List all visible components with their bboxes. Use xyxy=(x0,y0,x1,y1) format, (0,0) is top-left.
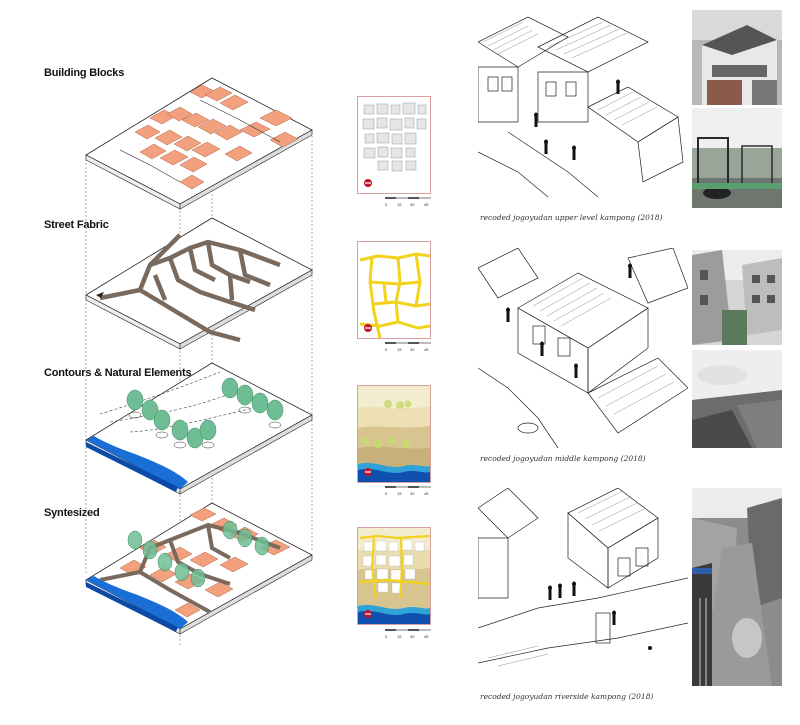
scale-tick: 30 xyxy=(410,202,415,207)
mini-plan-synthesized xyxy=(357,527,431,625)
layer-contours xyxy=(85,362,313,495)
photo-upper-2 xyxy=(692,108,782,208)
photo-riverside xyxy=(692,488,782,686)
scale-bar-3: 0 15 30 45 xyxy=(385,486,431,496)
caption-middle-kampong: recoded jogoyudan middle kampong (2018) xyxy=(480,454,646,463)
mini-plan-street-fabric xyxy=(357,241,431,339)
photo-middle-1 xyxy=(692,250,782,345)
scale-tick: 0 xyxy=(385,202,388,207)
scale-tick: 30 xyxy=(410,347,415,352)
scale-tick: 45 xyxy=(424,634,429,639)
layer-synthesized xyxy=(85,502,313,635)
sketch-middle-kampong xyxy=(478,248,688,448)
scale-bar-1: 0 15 30 45 xyxy=(385,197,431,207)
scale-tick: 0 xyxy=(385,491,388,496)
mini-plan-building-blocks xyxy=(357,96,431,194)
photo-upper-1 xyxy=(692,10,782,105)
layer-label-street-fabric: Street Fabric xyxy=(44,219,109,231)
scale-tick: 15 xyxy=(397,491,402,496)
caption-upper-kampong: recoded jogoyudan upper level kampong (2… xyxy=(480,213,663,222)
scale-bar-4: 0 15 30 45 xyxy=(385,629,431,639)
mini-plan-contours xyxy=(357,385,431,483)
sketch-riverside-kampong xyxy=(478,488,688,686)
scale-tick: 0 xyxy=(385,347,388,352)
scale-tick: 45 xyxy=(424,347,429,352)
photo-middle-2 xyxy=(692,350,782,448)
scale-tick: 0 xyxy=(385,634,388,639)
scale-tick: 15 xyxy=(397,634,402,639)
scale-bar-2: 0 15 30 45 xyxy=(385,342,431,352)
isometric-layer-stack xyxy=(85,77,313,645)
layer-label-contours: Contours & Natural Elements xyxy=(44,367,192,379)
scale-tick: 45 xyxy=(424,491,429,496)
layer-street-fabric xyxy=(85,217,313,350)
tree-cluster xyxy=(126,377,284,449)
scale-tick: 30 xyxy=(410,634,415,639)
layer-label-building-blocks: Building Blocks xyxy=(44,67,125,79)
scale-tick: 30 xyxy=(410,491,415,496)
layer-building-blocks xyxy=(85,77,313,210)
sketch-upper-kampong xyxy=(478,12,688,207)
caption-riverside-kampong: recoded jogoyudan riverside kampong (201… xyxy=(480,692,654,701)
scale-tick: 15 xyxy=(397,347,402,352)
scale-tick: 15 xyxy=(397,202,402,207)
scale-tick: 45 xyxy=(424,202,429,207)
